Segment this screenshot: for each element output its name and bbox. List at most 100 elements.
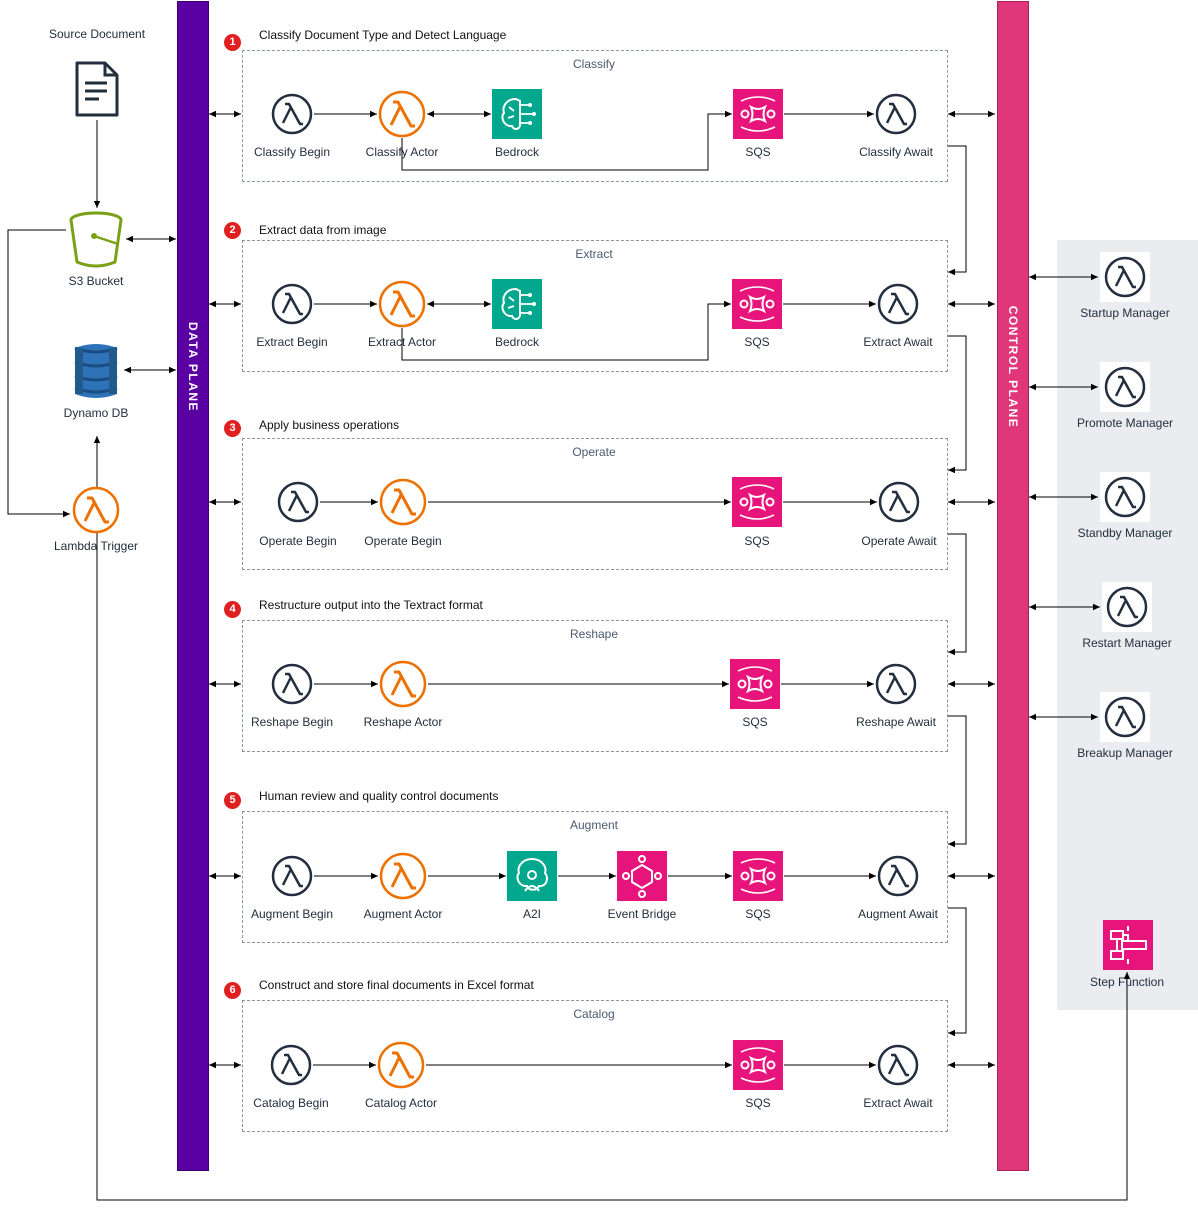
step-title: Human review and quality control documen… (259, 789, 499, 803)
s3-bucket-label: S3 Bucket (68, 274, 124, 288)
lambda-icon[interactable] (878, 481, 920, 528)
manager-label: Breakup Manager (1077, 746, 1173, 760)
node-label: Catalog Begin (253, 1096, 329, 1110)
control-plane-label: CONTROL PLANE (1006, 305, 1020, 429)
manager-lambda-icon[interactable] (1100, 362, 1150, 412)
node-label: Augment Begin (250, 907, 334, 921)
step-number-badge: 3 (224, 420, 241, 437)
lambda-icon[interactable] (875, 663, 917, 710)
node-label: Operate Await (861, 534, 937, 548)
node-label: Reshape Actor (363, 715, 443, 729)
step-function-icon[interactable] (1103, 920, 1153, 975)
node-label: Augment Await (858, 907, 938, 921)
sqs-icon[interactable] (732, 279, 782, 334)
group-label: Extract (575, 247, 613, 261)
group-box-classify (242, 50, 948, 182)
node-label: Classify Await (859, 145, 933, 159)
group-box-augment (242, 811, 948, 943)
step-number-badge: 4 (224, 601, 241, 618)
manager-lambda-icon[interactable] (1100, 692, 1150, 742)
source-document-label: Source Document (48, 27, 146, 41)
lambda-icon[interactable] (877, 1044, 919, 1091)
lambda-icon[interactable] (277, 481, 319, 528)
node-label: Extract Await (863, 335, 933, 349)
step-number-badge: 2 (224, 222, 241, 239)
node-label: Extract Begin (256, 335, 328, 349)
lambda-icon[interactable] (271, 663, 313, 710)
group-label: Reshape (569, 627, 619, 641)
sqs-icon[interactable] (733, 89, 783, 144)
lambda-icon[interactable] (877, 855, 919, 902)
sqs-icon[interactable] (733, 851, 783, 906)
eventbridge-icon[interactable] (617, 851, 667, 906)
bedrock-icon[interactable] (492, 279, 542, 334)
node-label: Operate Begin (259, 534, 337, 548)
node-label: Operate Begin (364, 534, 442, 548)
lambda-trigger-icon[interactable] (72, 486, 120, 539)
node-label: Classify Begin (253, 145, 331, 159)
dynamodb-icon[interactable] (71, 340, 121, 407)
node-label: Augment Actor (363, 907, 443, 921)
control-plane-bar: CONTROL PLANE (997, 1, 1029, 1171)
step-function-label: Step Function (1089, 975, 1165, 989)
group-label: Classify (572, 57, 616, 71)
step-title: Extract data from image (259, 223, 387, 237)
lambda-actor-icon[interactable] (379, 660, 427, 713)
step-title: Apply business operations (259, 418, 400, 432)
lambda-icon[interactable] (875, 93, 917, 140)
manager-label: Startup Manager (1080, 306, 1170, 320)
sqs-icon[interactable] (733, 1040, 783, 1095)
lambda-icon[interactable] (271, 93, 313, 140)
a2i-icon[interactable] (507, 851, 557, 906)
s3-bucket-icon[interactable] (68, 210, 124, 273)
manager-lambda-icon[interactable] (1100, 472, 1150, 522)
node-label: Reshape Begin (250, 715, 334, 729)
node-label: SQS (744, 335, 770, 349)
step-title: Construct and store final documents in E… (259, 978, 534, 992)
sqs-icon[interactable] (730, 659, 780, 714)
lambda-actor-icon[interactable] (379, 852, 427, 905)
group-box-operate (242, 438, 948, 570)
group-box-extract (242, 240, 948, 372)
step-title: Classify Document Type and Detect Langua… (259, 28, 507, 42)
node-label: Extract Actor (367, 335, 437, 349)
manager-label: Standby Manager (1077, 526, 1173, 540)
node-label: Event Bridge (607, 907, 677, 921)
lambda-actor-icon[interactable] (378, 280, 426, 333)
group-label: Operate (572, 445, 616, 459)
bedrock-icon[interactable] (492, 89, 542, 144)
manager-label: Promote Manager (1076, 416, 1174, 430)
manager-label: Restart Manager (1082, 636, 1172, 650)
manager-lambda-icon[interactable] (1102, 582, 1152, 632)
manager-lambda-icon[interactable] (1100, 252, 1150, 302)
group-label: Catalog (573, 1007, 615, 1021)
lambda-icon[interactable] (271, 855, 313, 902)
node-label: SQS (744, 534, 770, 548)
node-label: Bedrock (494, 145, 540, 159)
node-label: Reshape Await (856, 715, 936, 729)
node-label: Extract Await (863, 1096, 933, 1110)
lambda-actor-icon[interactable] (378, 90, 426, 143)
dynamodb-label: Dynamo DB (63, 406, 129, 420)
lambda-icon[interactable] (270, 1044, 312, 1091)
step-number-badge: 6 (224, 982, 241, 999)
lambda-actor-icon[interactable] (379, 478, 427, 531)
node-label: Classify Actor (365, 145, 439, 159)
group-box-reshape (242, 620, 948, 752)
lambda-actor-icon[interactable] (377, 1041, 425, 1094)
node-label: SQS (742, 715, 768, 729)
lambda-icon[interactable] (271, 283, 313, 330)
node-label: SQS (745, 1096, 771, 1110)
lambda-trigger-label: Lambda Trigger (53, 539, 139, 553)
data-plane-label: DATA PLANE (186, 321, 200, 413)
lambda-icon[interactable] (877, 283, 919, 330)
document-icon[interactable] (75, 61, 119, 122)
group-label: Augment (569, 818, 619, 832)
step-title: Restructure output into the Textract for… (259, 598, 483, 612)
data-plane-bar: DATA PLANE (177, 1, 209, 1171)
node-label: A2I (522, 907, 542, 921)
sqs-icon[interactable] (732, 477, 782, 532)
node-label: Catalog Actor (364, 1096, 438, 1110)
node-label: SQS (745, 907, 771, 921)
